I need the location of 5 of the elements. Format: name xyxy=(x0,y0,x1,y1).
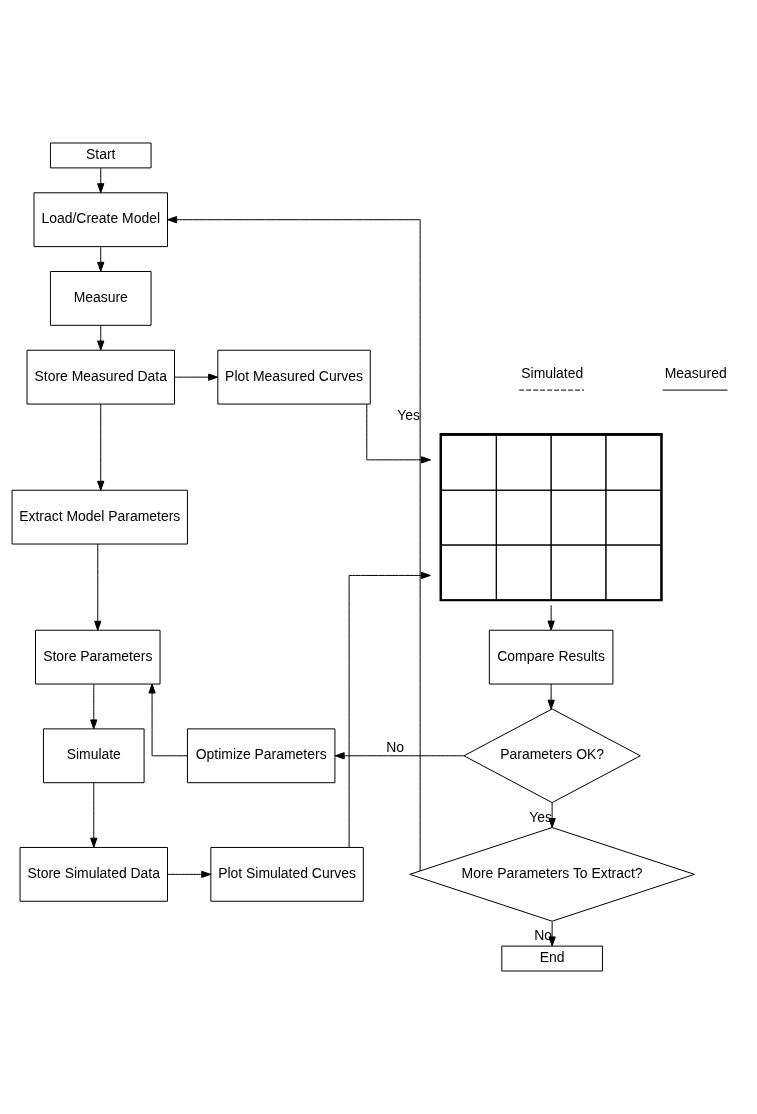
edge-label: No xyxy=(386,739,405,755)
legend-label: Simulated xyxy=(521,365,584,382)
edge-label: Yes xyxy=(397,406,421,423)
edge-label: No xyxy=(534,927,553,944)
legend-label: Measured xyxy=(664,365,727,382)
